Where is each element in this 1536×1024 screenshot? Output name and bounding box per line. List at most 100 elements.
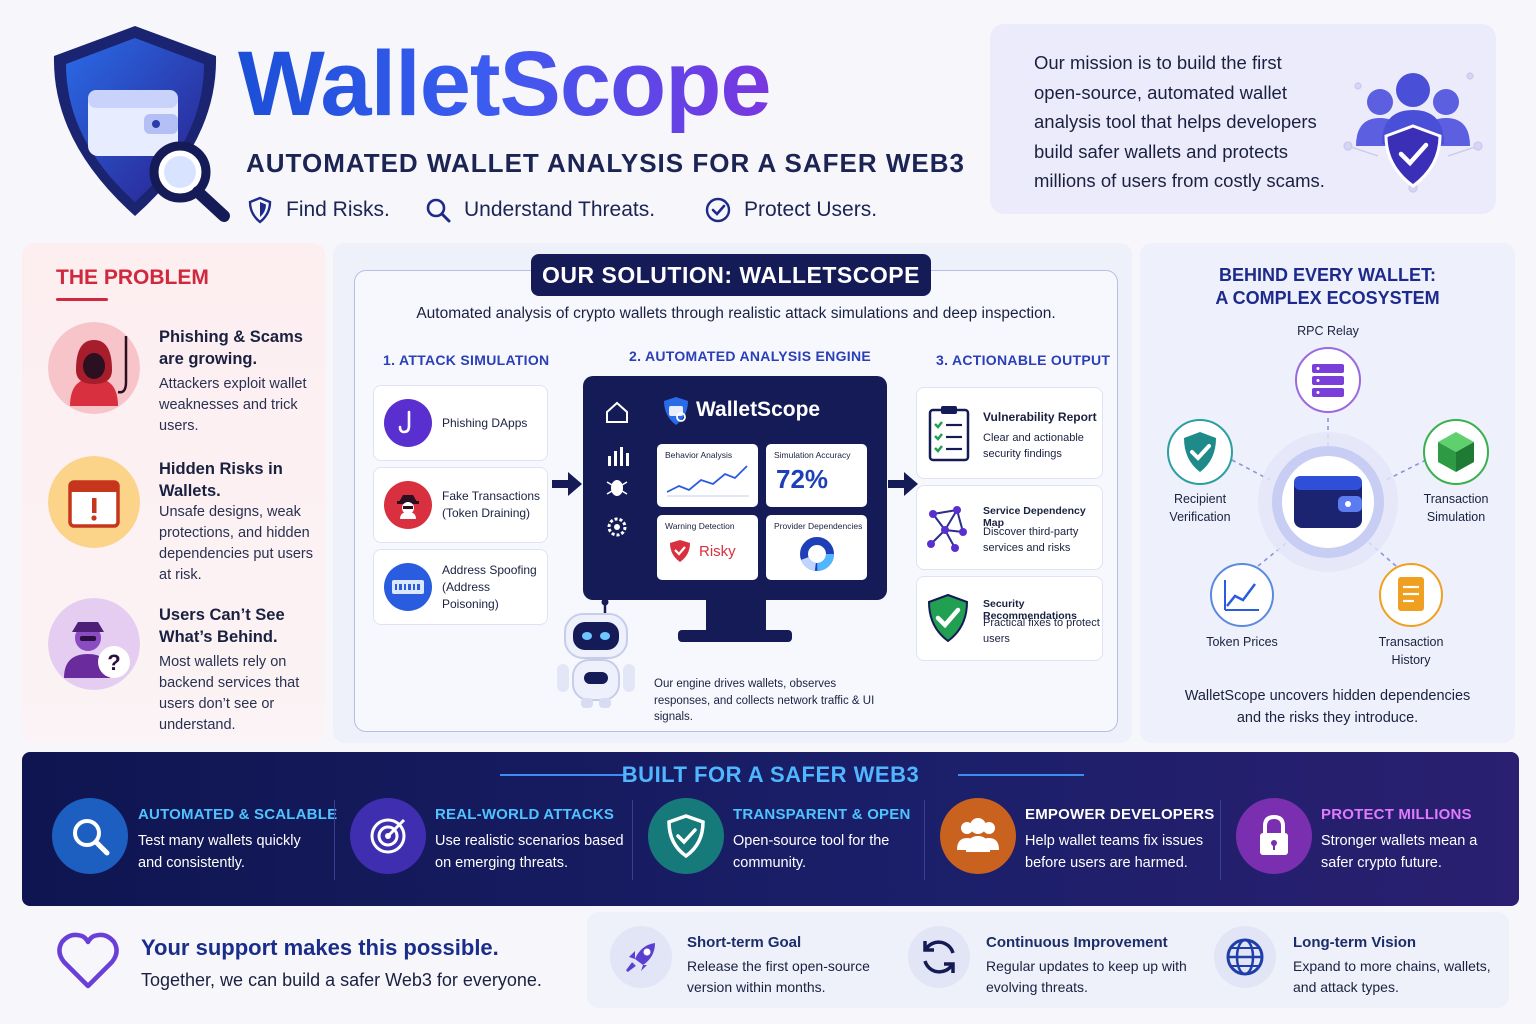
arrow-right-icon <box>888 472 918 496</box>
output-card-service-dependency-map: Service Dependency Map Discover third-pa… <box>916 485 1103 570</box>
warning-window-icon <box>48 456 140 548</box>
card-label: Behavior Analysis <box>665 450 733 460</box>
team-shield-icon <box>1343 72 1483 193</box>
heart-icon <box>57 932 119 989</box>
target-icon <box>350 798 426 874</box>
ecosystem-footer: WalletScope uncovers hidden dependencies… <box>1140 686 1515 729</box>
node-token-prices: Token Prices <box>1206 635 1278 649</box>
column-analysis-engine: 2. AUTOMATED ANALYSIS ENGINE <box>629 348 872 364</box>
card-label: Provider Dependencies <box>774 521 863 531</box>
search-icon <box>426 198 451 223</box>
built-head: TRANSPARENT & OPEN <box>733 806 911 823</box>
roadmap-head: Short-term Goal <box>687 934 802 951</box>
title-rule-right <box>958 774 1084 776</box>
shield-logo-icon <box>664 397 688 425</box>
ecosystem-footer-text: WalletScope uncovers hidden dependencies… <box>1184 688 1471 726</box>
document-icon <box>1379 563 1443 627</box>
engine-app-title: WalletScope <box>696 398 821 421</box>
output-desc: Clear and actionable security findings <box>983 432 1084 460</box>
ecosystem-title: BEHIND EVERY WALLET:A COMPLEX ECOSYSTEM <box>1140 264 1515 310</box>
attack-card-phishing-dapps: Phishing DApps <box>373 385 548 461</box>
divider <box>334 800 335 880</box>
output-title: Security Recommendations <box>983 598 1077 622</box>
globe-icon <box>1214 926 1276 988</box>
rocket-icon <box>610 926 672 988</box>
provider-dependencies-card: Provider Dependencies <box>766 515 867 580</box>
green-shield-check-icon <box>927 593 969 643</box>
check-circle-icon <box>705 197 731 223</box>
hidden-user-question-icon: ? <box>48 598 140 690</box>
attack-card-address-spoofing: Address Spoofing(Address Poisoning) <box>373 549 548 625</box>
hook-icon <box>384 399 432 447</box>
built-title: BUILT FOR A SAFER WEB3 <box>621 762 920 787</box>
roadmap-panel <box>587 912 1509 1008</box>
roadmap-desc: Release the first open-source version wi… <box>687 958 870 995</box>
built-head: AUTOMATED & SCALABLE <box>138 806 338 823</box>
warning-detection-card: Warning Detection Risky <box>657 515 758 580</box>
behavior-analysis-card: Behavior Analysis <box>657 444 758 507</box>
trend-line-chart <box>666 465 749 497</box>
ecosystem-title-line2: A COMPLEX ECOSYSTEM <box>1215 288 1440 308</box>
pill-find-risks: Find Risks. <box>246 196 390 224</box>
attack-title: Fake Transactions <box>442 489 541 503</box>
address-icon <box>384 563 432 611</box>
output-card-vulnerability-report: Vulnerability Report Clear and actionabl… <box>916 387 1103 479</box>
problem-item-title: Users Can’t See What’s Behind. <box>159 606 285 646</box>
attack-card-fake-transactions: Fake Transactions(Token Draining) <box>373 467 548 543</box>
gear-icon <box>607 517 627 537</box>
magnifier-icon <box>52 798 128 874</box>
pill-label: Protect Users. <box>744 198 878 221</box>
home-icon <box>606 401 628 423</box>
accuracy-value: 72% <box>776 464 829 494</box>
problem-item-desc: Unsafe designs, weak protections, and hi… <box>159 504 313 583</box>
line-chart-icon <box>1210 563 1274 627</box>
support-subtitle: Together, we can build a safer Web3 for … <box>141 970 542 990</box>
robot-icon <box>557 598 635 708</box>
built-head: PROTECT MILLIONS <box>1321 806 1472 823</box>
output-desc: Discover third-party services and risks <box>983 526 1079 554</box>
roadmap-desc: Regular updates to keep up with evolving… <box>986 958 1187 995</box>
built-desc: Open-source tool for the community. <box>733 833 890 871</box>
problem-item-desc: Most wallets rely on backend services th… <box>159 654 300 733</box>
team-icon <box>940 798 1016 874</box>
mission-text: Our mission is to build the first open-s… <box>1034 52 1325 191</box>
checklist-icon <box>928 406 970 462</box>
column-attack-simulation: 1. ATTACK SIMULATION <box>383 352 550 368</box>
shield-icon <box>248 196 272 224</box>
spy-icon <box>384 481 432 529</box>
walletscope-shield-logo <box>53 26 230 222</box>
divider <box>1220 800 1221 880</box>
shield-check-icon <box>648 798 724 874</box>
built-head: REAL-WORLD ATTACKS <box>435 806 615 823</box>
roadmap-head: Continuous Improvement <box>986 934 1168 951</box>
output-desc: Practical fixes to protect users <box>983 617 1100 645</box>
tagline: AUTOMATED WALLET ANALYSIS FOR A SAFER WE… <box>246 148 965 178</box>
divider <box>632 800 633 880</box>
pill-label: Understand Threats. <box>464 198 656 221</box>
problem-title: THE PROBLEM <box>56 266 209 289</box>
title-rule-left <box>500 774 626 776</box>
built-head: EMPOWER DEVELOPERS <box>1025 806 1215 823</box>
problem-item-title: Phishing & Scams are growing. <box>159 328 303 368</box>
attack-title: Address Spoofing <box>442 562 537 577</box>
chart-bars-icon <box>608 447 629 466</box>
problem-item-title: Hidden Risks in Wallets. <box>159 460 283 500</box>
roadmap-desc: Expand to more chains, wallets, and atta… <box>1293 958 1491 995</box>
solution-title: OUR SOLUTION: WALLETSCOPE <box>531 254 931 296</box>
arrow-right-icon <box>552 472 582 496</box>
server-rack-icon <box>1295 347 1361 413</box>
padlock-icon <box>1236 798 1312 874</box>
pill-label: Find Risks. <box>286 198 390 221</box>
node-transaction-simulation: Transaction Simulation <box>1423 492 1489 524</box>
output-title: Service Dependency Map <box>983 505 1086 529</box>
pill-understand-threats: Understand Threats. <box>424 196 655 224</box>
donut-chart <box>799 537 834 571</box>
roadmap-head: Long-term Vision <box>1293 934 1417 951</box>
problem-item-desc: Attackers exploit wallet weaknesses and … <box>159 376 307 434</box>
built-desc: Use realistic scenarios based on emergin… <box>435 833 624 871</box>
pill-protect-users: Protect Users. <box>704 196 877 224</box>
monitor-base <box>678 630 792 642</box>
output-card-security-recommendations: Security Recommendations Practical fixes… <box>916 576 1103 661</box>
hacker-hook-icon <box>48 322 140 414</box>
brand-title: WalletScope <box>238 33 772 135</box>
